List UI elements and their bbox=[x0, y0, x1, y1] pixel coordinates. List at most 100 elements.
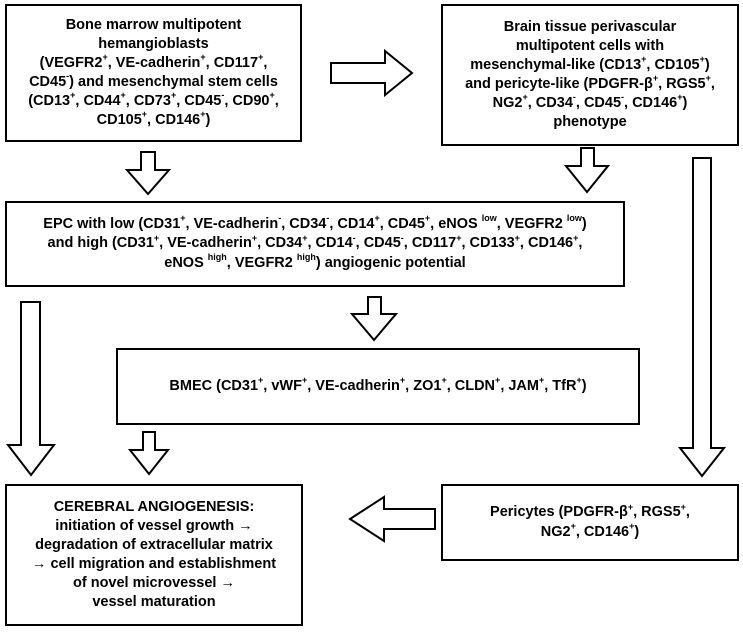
marker-superscript: + bbox=[652, 73, 659, 84]
epc-box: EPC with low (CD31+, VE-cadherin-, CD34-… bbox=[5, 201, 625, 287]
text-run: , VE-cadherin bbox=[185, 216, 279, 233]
text-run: , CLDN bbox=[446, 377, 496, 394]
text-run: (VEGFR2 bbox=[39, 54, 103, 71]
marker-superscript: + bbox=[200, 52, 206, 63]
text-run: BMEC (CD31 bbox=[169, 377, 259, 394]
text-run: , CD105 bbox=[646, 56, 700, 73]
text-run: , bbox=[578, 235, 583, 252]
pericytes-box: Pericytes (PDGFR-β+, RGS5+,NG2+, CD146+) bbox=[441, 484, 739, 561]
text-run: , CD34 bbox=[281, 216, 327, 233]
text-run: NG2 bbox=[492, 95, 523, 112]
brain-perivascular-line: phenotype bbox=[465, 113, 715, 132]
marker-superscript: + bbox=[258, 52, 264, 63]
arrow-bmec-to-angiogenesis bbox=[127, 431, 171, 476]
text-run: , bbox=[710, 76, 715, 92]
text-run: degradation of extracellular matrix bbox=[35, 536, 273, 553]
marker-superscript: + bbox=[456, 232, 462, 243]
marker-superscript: + bbox=[180, 213, 186, 224]
text-run: and high (CD31 bbox=[47, 235, 154, 252]
marker-superscript: + bbox=[538, 375, 545, 386]
marker-superscript: - bbox=[621, 92, 625, 103]
marker-superscript: + bbox=[153, 232, 160, 243]
bone-marrow-line: (CD13+, CD44+, CD73+, CD45-, CD90+, bbox=[28, 90, 279, 111]
text-run: , CD73 bbox=[125, 93, 171, 110]
text-run: , VEGFR2 bbox=[226, 254, 297, 271]
text-run: , CD133 bbox=[461, 235, 515, 252]
cerebral-angiogenesis-line: of novel microvessel → bbox=[32, 574, 276, 593]
marker-superscript: + bbox=[495, 375, 501, 386]
text-run: of novel microvessel → bbox=[73, 575, 235, 592]
text-run: phenotype bbox=[553, 114, 627, 131]
text-run: Pericytes (PDGFR-β bbox=[490, 504, 628, 521]
marker-superscript: + bbox=[627, 501, 634, 512]
marker-superscript: + bbox=[441, 375, 447, 386]
pericytes-line: NG2+, CD146+) bbox=[490, 520, 690, 542]
text-run: (CD13 bbox=[28, 93, 71, 110]
marker-superscript: + bbox=[120, 90, 126, 101]
bmec-box: BMEC (CD31+, vWF+, VE-cadherin+, ZO1+, C… bbox=[116, 348, 640, 425]
text-run: CD45 bbox=[29, 74, 67, 90]
epc-line: eNOS high, VEGFR2 high) angiogenic poten… bbox=[43, 251, 586, 273]
marker-superscript: + bbox=[269, 90, 275, 101]
text-run: , CD44 bbox=[75, 93, 121, 110]
marker-superscript: + bbox=[680, 501, 686, 512]
marker-superscript: + bbox=[522, 92, 528, 103]
marker-superscript: + bbox=[705, 73, 711, 84]
marker-superscript: + bbox=[576, 375, 582, 386]
text-run: ) bbox=[704, 56, 710, 73]
marker-superscript: + bbox=[514, 232, 520, 243]
text-run: and pericyte-like (PDGFR-β bbox=[465, 76, 653, 92]
text-run: , CD117 bbox=[205, 54, 259, 71]
marker-superscript: + bbox=[424, 213, 431, 224]
pericytes-line: Pericytes (PDGFR-β+, RGS5+, bbox=[490, 501, 690, 522]
marker-superscript: + bbox=[302, 232, 308, 243]
arrow-bone-marrow-to-brain bbox=[330, 48, 414, 98]
text-run: , CD146 bbox=[575, 523, 630, 540]
text-run: multipotent cells with bbox=[515, 37, 665, 54]
text-run: initiation of vessel growth → bbox=[55, 517, 253, 534]
marker-superscript: + bbox=[70, 90, 76, 101]
bone-marrow-line: hemangioblasts bbox=[28, 35, 279, 54]
text-run: , CD117 bbox=[403, 235, 457, 252]
text-run: , CD14 bbox=[307, 235, 353, 252]
text-run: , CD14 bbox=[329, 216, 375, 233]
marker-superscript: high bbox=[207, 251, 227, 262]
text-run: ) bbox=[205, 112, 211, 129]
text-run: ) bbox=[581, 216, 587, 233]
marker-superscript: low bbox=[481, 213, 497, 224]
text-run: , CD45 bbox=[176, 93, 222, 110]
text-run: , CD45 bbox=[355, 235, 401, 252]
text-run: , bbox=[263, 54, 268, 71]
text-run: CEREBRAL ANGIOGENESIS: bbox=[53, 498, 255, 515]
cerebral-angiogenesis-line: initiation of vessel growth → bbox=[32, 517, 276, 536]
text-run: Brain tissue perivascular bbox=[503, 18, 677, 35]
text-run: , CD45 bbox=[379, 216, 425, 233]
arrow-epc-to-bmec bbox=[349, 296, 399, 342]
text-run: , RGS5 bbox=[633, 504, 681, 521]
marker-superscript: + bbox=[399, 375, 406, 386]
text-run: , VE-cadherin bbox=[107, 54, 201, 71]
text-run: vessel maturation bbox=[92, 594, 216, 611]
marker-superscript: - bbox=[221, 90, 225, 101]
text-run: , VE-cadherin bbox=[307, 377, 400, 394]
text-run: , CD45 bbox=[575, 95, 622, 112]
text-run: , VE-cadherin bbox=[159, 235, 252, 252]
brain-perivascular-line: Brain tissue perivascular bbox=[465, 18, 715, 37]
text-run: ) angiogenic potential bbox=[315, 254, 466, 271]
text-run: ) bbox=[682, 95, 688, 112]
text-run: hemangioblasts bbox=[98, 35, 209, 52]
marker-superscript: - bbox=[352, 232, 356, 243]
text-run: CD105 bbox=[96, 112, 142, 129]
epc-line: and high (CD31+, VE-cadherin+, CD34+, CD… bbox=[43, 232, 586, 253]
brain-perivascular-line: mesenchymal-like (CD13+, CD105+) bbox=[465, 55, 715, 75]
brain-perivascular-line: and pericyte-like (PDGFR-β+, RGS5+, bbox=[465, 73, 715, 94]
marker-superscript: + bbox=[570, 520, 576, 531]
marker-superscript: + bbox=[258, 375, 264, 386]
cerebral-angiogenesis-line: degradation of extracellular matrix bbox=[32, 536, 276, 555]
marker-superscript: + bbox=[677, 92, 683, 103]
text-run: NG2 bbox=[540, 523, 571, 540]
text-run: , bbox=[685, 504, 690, 521]
text-run: , bbox=[274, 93, 279, 110]
